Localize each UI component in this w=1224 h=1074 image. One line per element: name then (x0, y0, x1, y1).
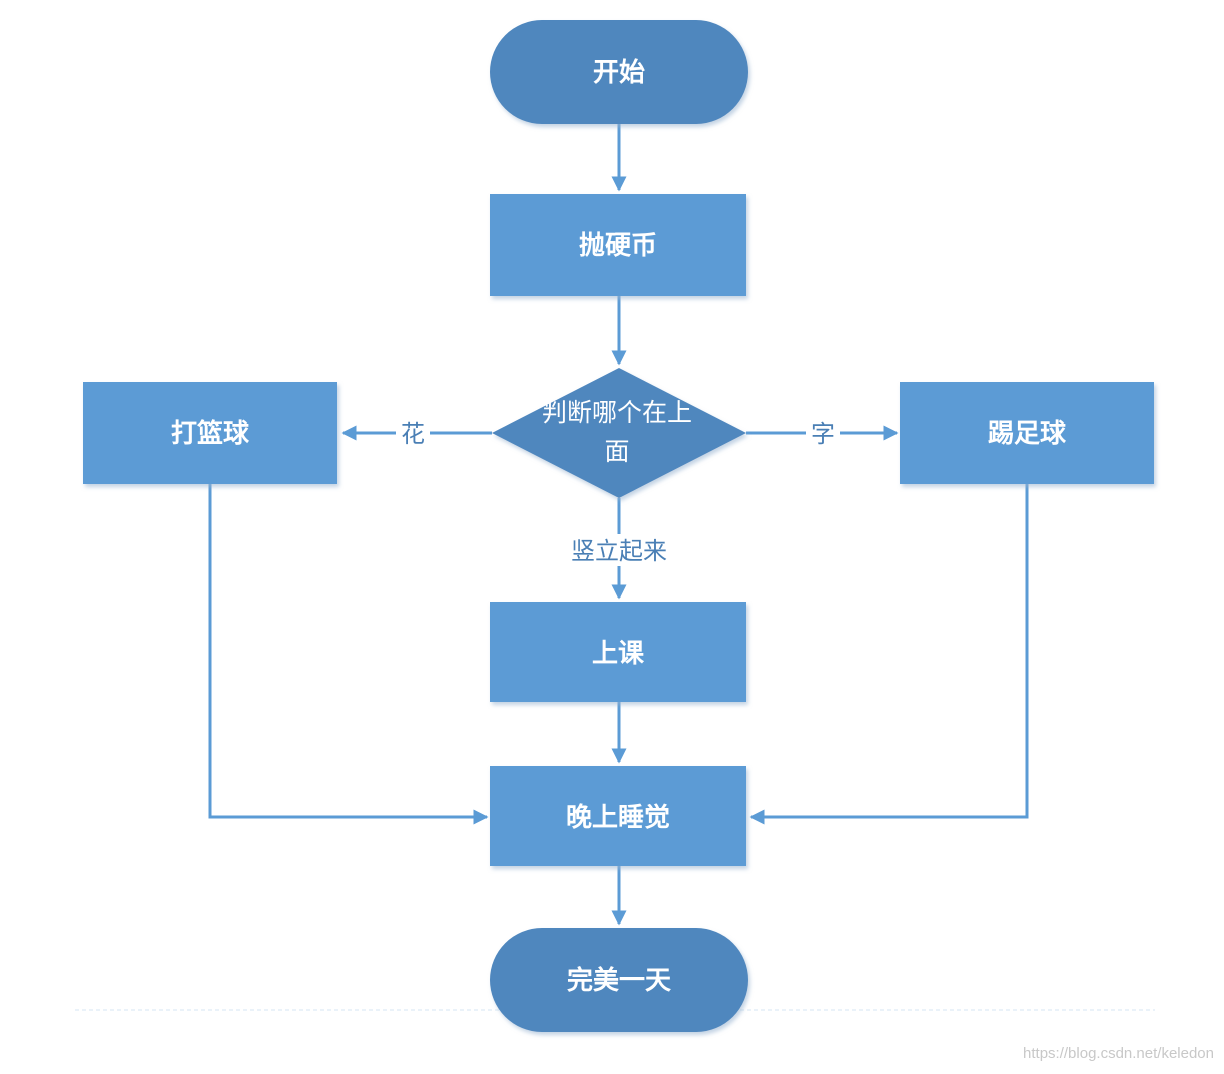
watermark: https://blog.csdn.net/keledon (1023, 1045, 1214, 1062)
edge-label-standing: 竖立起来 (571, 537, 667, 565)
end-terminal (490, 928, 748, 1032)
flip-coin-process (490, 194, 746, 296)
football-process (900, 382, 1154, 484)
decision-label-line1: 判断哪个在上 (542, 398, 692, 427)
edge-football-to-sleep (749, 484, 1029, 825)
edge-label-heads: 花 (401, 420, 425, 448)
decision-label-line2: 面 (604, 437, 629, 466)
sleep-process (490, 766, 746, 866)
basketball-process (83, 382, 337, 484)
edge-label-tails: 字 (811, 420, 835, 448)
end-label: 完美一天 (567, 965, 671, 996)
flip-coin-label: 抛硬币 (579, 231, 657, 261)
start-terminal (490, 20, 748, 124)
sleep-label: 晚上睡觉 (566, 803, 670, 833)
decision-diamond (492, 368, 746, 498)
start-label: 开始 (593, 58, 645, 88)
basketball-label: 打篮球 (171, 418, 250, 449)
class-label: 上课 (592, 639, 645, 669)
football-label: 踢足球 (988, 419, 1067, 449)
edge-basketball-to-sleep (208, 484, 489, 825)
class-process (490, 602, 746, 702)
